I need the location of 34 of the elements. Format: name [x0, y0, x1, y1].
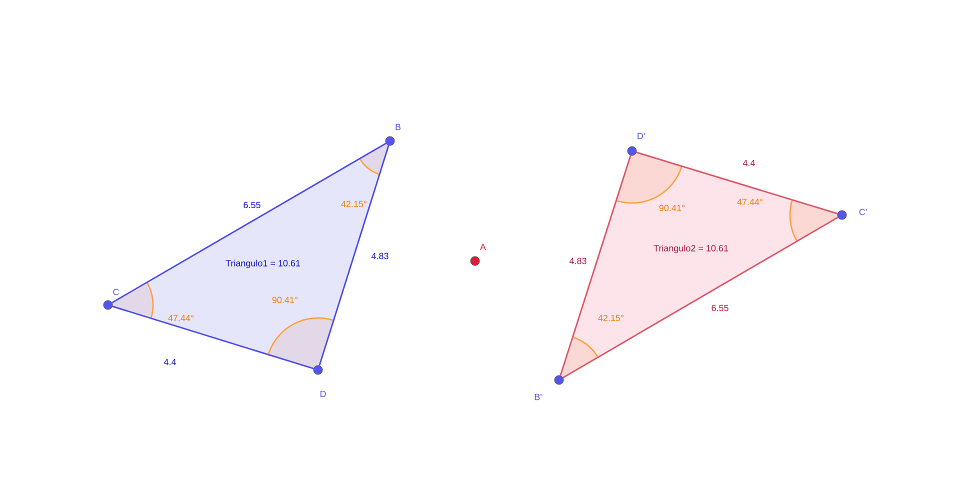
triangle-side	[562, 216, 838, 378]
point-label: A	[480, 244, 486, 250]
point	[627, 146, 637, 156]
angle-label: 42.15°	[598, 314, 624, 322]
angle-label: 47.44°	[168, 314, 194, 322]
triangle-side	[318, 145, 390, 366]
triangle-side	[636, 152, 838, 214]
angle-label: 90.41°	[272, 296, 298, 304]
side-length: 6.55	[244, 202, 260, 208]
triangle-side	[112, 142, 386, 304]
angle-label: 42.15°	[341, 200, 367, 208]
point	[837, 210, 847, 220]
triangle-side	[112, 306, 314, 370]
point	[313, 365, 323, 375]
angle-label: 90.41°	[659, 204, 685, 212]
point	[103, 300, 113, 310]
point	[470, 256, 480, 266]
area-label: Triangulo1 = 10.61	[226, 260, 300, 268]
point-label: C'	[859, 208, 867, 216]
side-length: 4.4	[164, 358, 176, 366]
side-length: 4.83	[371, 252, 388, 260]
angle-label: 47.44°	[737, 198, 763, 206]
point	[385, 136, 395, 146]
point-label: B	[396, 124, 401, 130]
area-label: Triangulo2 = 10.61	[654, 244, 728, 254]
side-length: 6.55	[712, 304, 728, 312]
side-length: 4.83	[569, 258, 586, 264]
side-length: 4.4	[742, 160, 755, 166]
point-label: D'	[638, 132, 645, 140]
point-label: D	[320, 390, 326, 398]
triangle-side	[560, 155, 632, 376]
point-label: B'	[534, 394, 542, 400]
point	[554, 375, 564, 385]
point-label: C	[113, 288, 119, 296]
